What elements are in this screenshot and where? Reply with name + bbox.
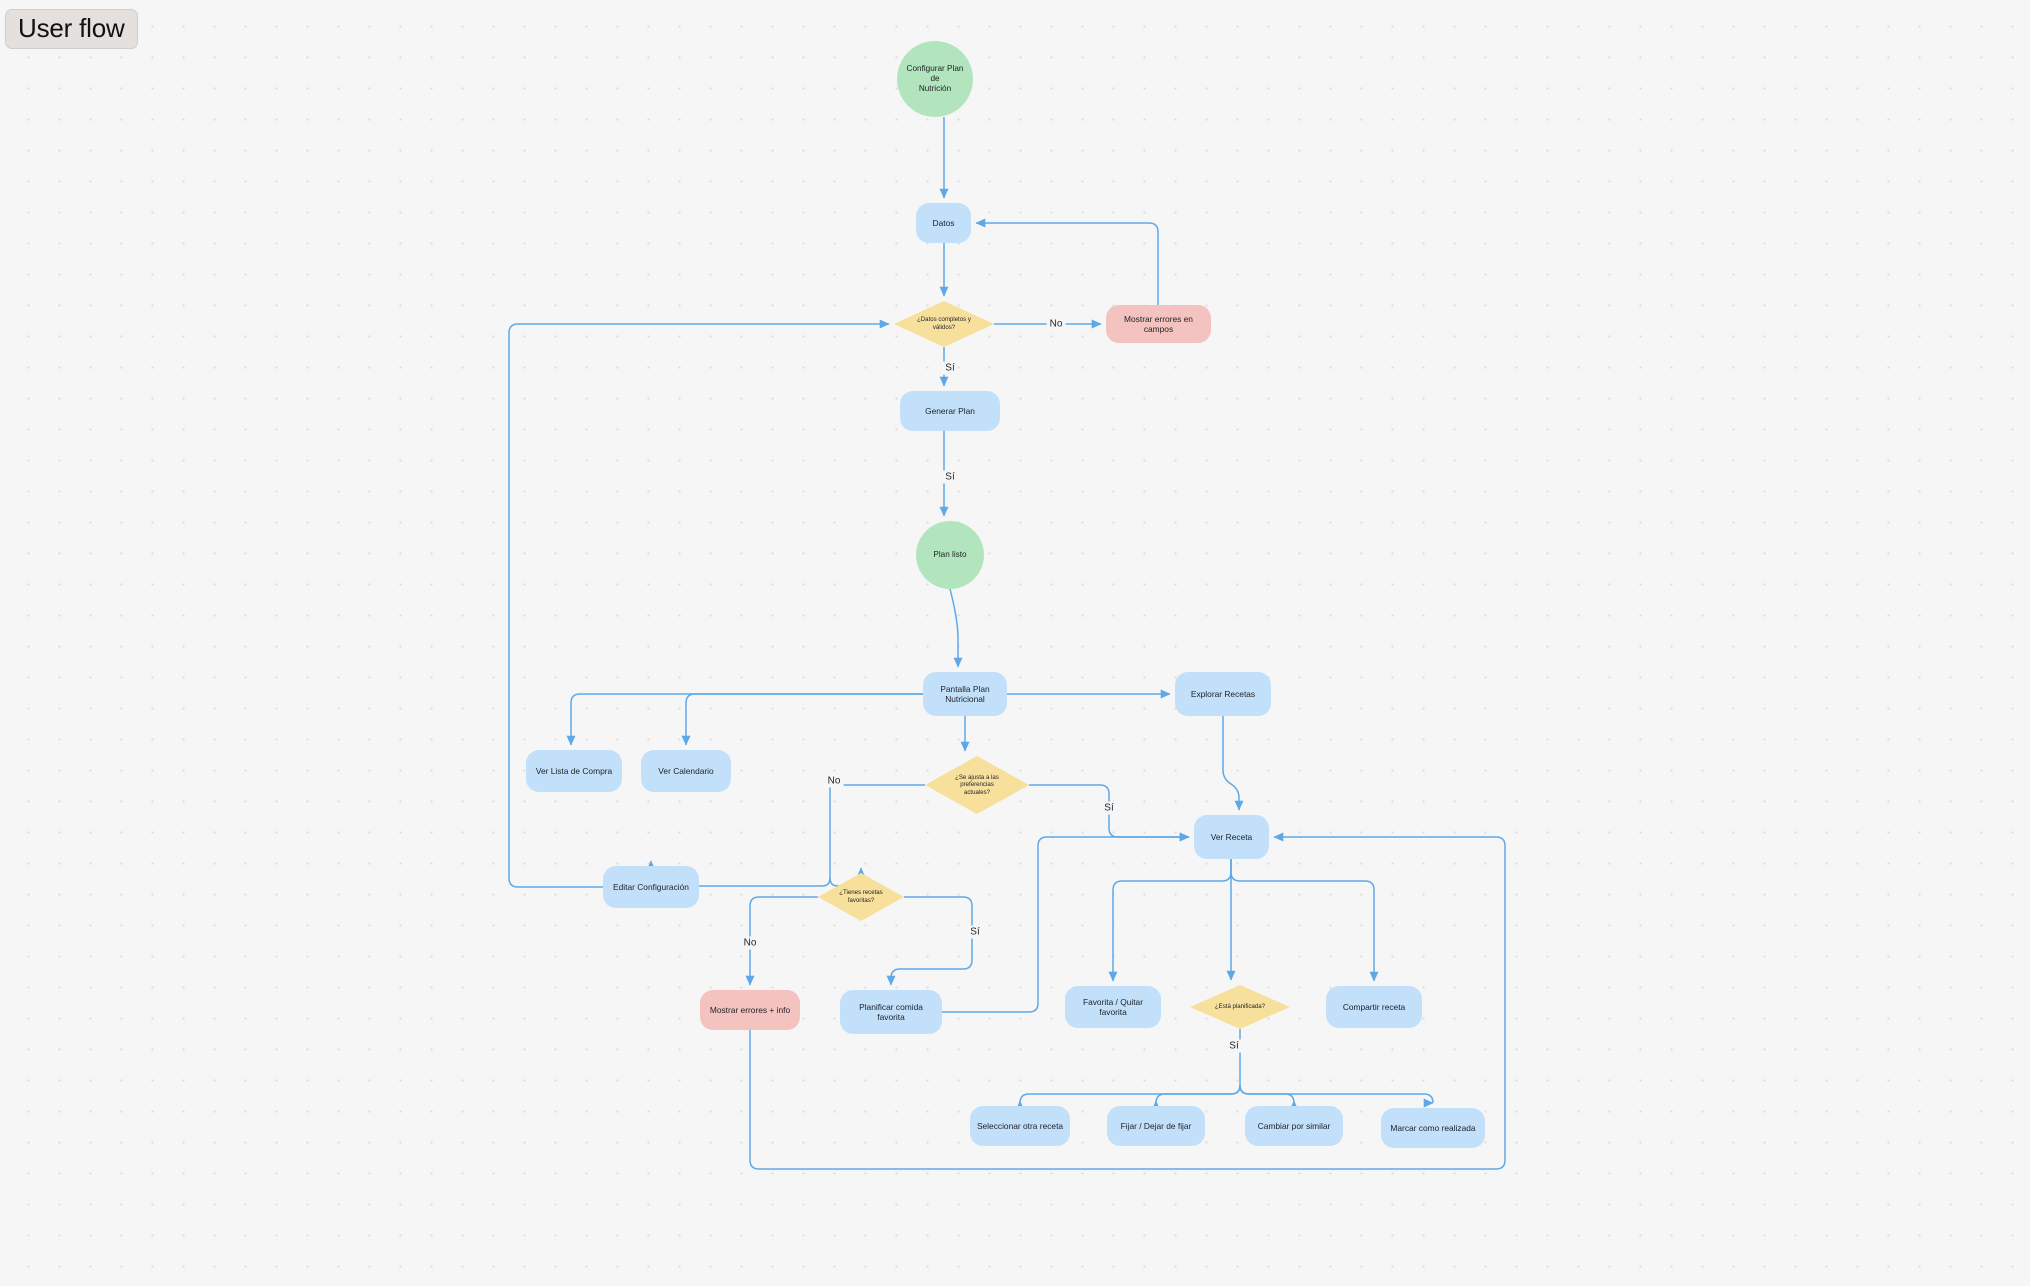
node-compartir-receta[interactable]: Compartir receta (1326, 986, 1422, 1028)
node-cambiar-por-similar[interactable]: Cambiar por similar (1245, 1106, 1343, 1146)
edge-label-no-preferencias: No (824, 774, 844, 788)
edge-pantalla-verlista (566, 693, 923, 746)
node-label: Pantalla Plan Nutricional (940, 683, 990, 705)
node-label: Editar Configuración (613, 881, 689, 892)
node-datos-validos-decision[interactable]: ¿Datos completos y válidos? (894, 301, 994, 347)
node-label: Fijar / Dejar de fijar (1120, 1120, 1192, 1131)
node-label: Mostrar errores en campos (1124, 313, 1193, 335)
node-label: Configurar Plan de Nutrición (906, 63, 964, 94)
node-mostrar-errores-campos[interactable]: Mostrar errores en campos (1106, 305, 1211, 343)
edge-label-si-planificada: Sí (1226, 1039, 1242, 1053)
node-label: Ver Lista de Compra (535, 765, 613, 776)
edge-preferencias-no-editarconfig (829, 784, 925, 878)
node-label: ¿Tienes recetas favoritas? (839, 889, 883, 904)
node-plan-listo[interactable]: Plan listo (916, 521, 984, 589)
node-label: Favorita / Quitar favorita (1082, 996, 1144, 1018)
edge-label-si-favoritas: Sí (967, 925, 983, 939)
node-mostrar-errores-info[interactable]: Mostrar errores + info (700, 990, 800, 1030)
edge-pantalla-vercalendario (681, 693, 923, 746)
node-generar-plan[interactable]: Generar Plan (900, 391, 1000, 431)
node-label: Ver Calendario (658, 765, 714, 776)
node-explorar-recetas[interactable]: Explorar Recetas (1175, 672, 1271, 716)
edge-label-no-validos: No (1046, 317, 1066, 331)
node-editar-configuracion[interactable]: Editar Configuración (603, 866, 699, 908)
edge-label-no-favoritas: No (740, 936, 760, 950)
node-seleccionar-otra-receta[interactable]: Seleccionar otra receta (970, 1106, 1070, 1146)
edge-errores-datos (975, 218, 1159, 305)
node-label: ¿Datos completos y válidos? (917, 316, 971, 331)
edge-verreceta-compartir (1230, 859, 1379, 982)
edge-planlisto-pantalla (949, 588, 963, 668)
node-pantalla-plan-nutricional[interactable]: Pantalla Plan Nutricional (923, 672, 1007, 716)
node-ver-lista-de-compra[interactable]: Ver Lista de Compra (526, 750, 622, 792)
edge-planificada-si-selotra (1015, 1029, 1241, 1111)
node-label: Seleccionar otra receta (976, 1120, 1064, 1131)
node-label: Mostrar errores + info (709, 1004, 791, 1015)
node-favorita-quitar-favorita[interactable]: Favorita / Quitar favorita (1065, 986, 1161, 1028)
edge-favoritas-no-errores (745, 896, 818, 986)
node-label: Generar Plan (925, 405, 975, 416)
node-label: Planificar comida favorita (859, 1001, 923, 1023)
node-label: Marcar como realizada (1390, 1122, 1476, 1133)
node-label: Cambiar por similar (1257, 1120, 1331, 1131)
node-label: Datos (932, 217, 955, 228)
edge-verreceta-favorita (1108, 859, 1232, 982)
edge-label-si-validos: Sí (942, 361, 958, 375)
node-marcar-como-realizada[interactable]: Marcar como realizada (1381, 1108, 1485, 1148)
edge-label-si-generar: Sí (942, 470, 958, 484)
node-label: Explorar Recetas (1190, 688, 1256, 699)
edge-planificada-si-marcar (1239, 1084, 1438, 1104)
edge-explorar-verreceta (1222, 716, 1244, 811)
node-label: Ver Receta (1210, 831, 1253, 842)
node-label: Plan listo (933, 549, 967, 559)
node-fijar-dejar-de-fijar[interactable]: Fijar / Dejar de fijar (1107, 1106, 1205, 1146)
node-label: Compartir receta (1342, 1001, 1406, 1012)
node-label: ¿Se ajusta a las preferencias actuales? (955, 773, 999, 796)
node-esta-planificada-decision[interactable]: ¿Está planificada? (1190, 985, 1290, 1029)
node-ver-calendario[interactable]: Ver Calendario (641, 750, 731, 792)
node-configurar-plan[interactable]: Configurar Plan de Nutrición (897, 41, 973, 117)
edge-editarconfig-validos (508, 319, 890, 888)
board-title-chip[interactable]: User flow (5, 9, 138, 49)
node-recetas-favoritas-decision[interactable]: ¿Tienes recetas favoritas? (818, 873, 904, 921)
node-datos[interactable]: Datos (916, 203, 971, 243)
node-preferencias-decision[interactable]: ¿Se ajusta a las preferencias actuales? (925, 756, 1029, 814)
board-title: User flow (18, 13, 125, 43)
node-ver-receta[interactable]: Ver Receta (1194, 815, 1269, 859)
node-label: ¿Está planificada? (1214, 1003, 1266, 1011)
edge-planificada-si-fijar (1151, 1084, 1241, 1111)
edge-label-si-preferencias: Sí (1101, 801, 1117, 815)
edge-planificada-si-cambiar (1239, 1084, 1299, 1111)
node-planificar-comida-favorita[interactable]: Planificar comida favorita (840, 990, 942, 1034)
